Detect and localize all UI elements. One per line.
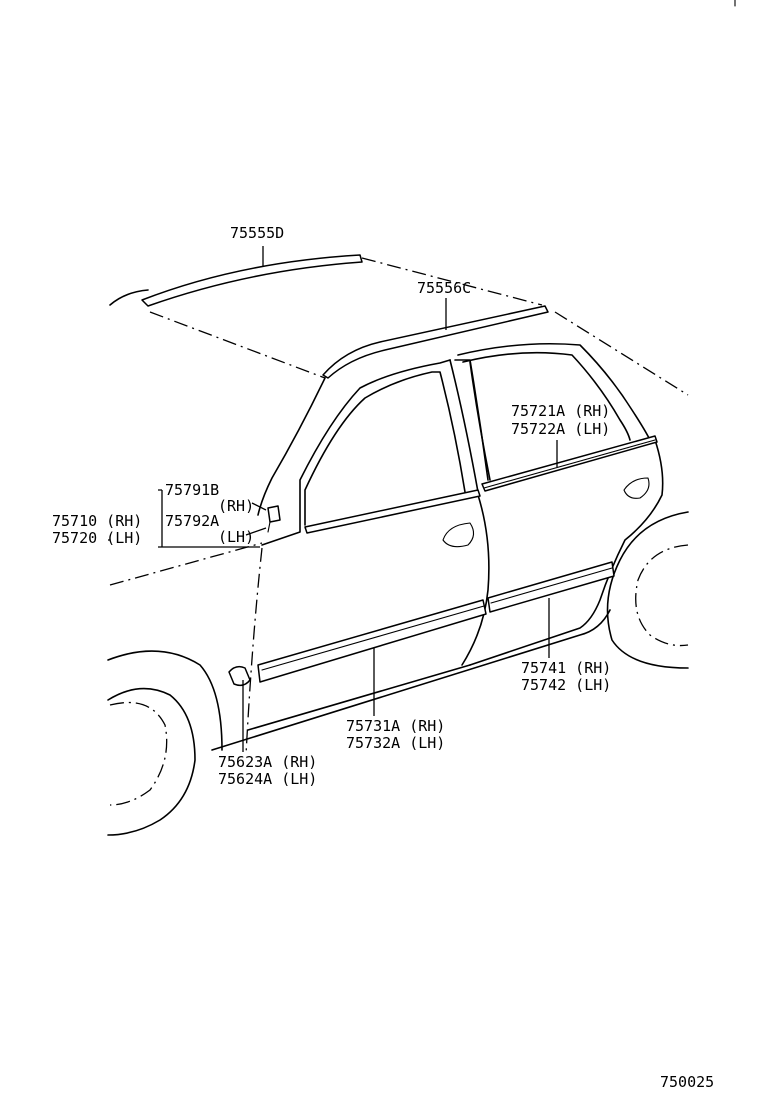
label-clip-upper-side: (RH) (218, 497, 254, 515)
label-front-door-mold-rh: 75731A (RH) (346, 717, 445, 735)
label-rear-door-mold-lh: 75742 (LH) (521, 676, 611, 694)
label-roof-molding-rear: 75556C (417, 279, 471, 297)
clip-part (267, 505, 281, 523)
label-clip-lower-side: (LH) (218, 528, 254, 546)
label-rear-belt-lh: 75722A (LH) (511, 420, 610, 438)
roof-molding-front (141, 254, 363, 307)
moldings (141, 254, 658, 687)
fender-molding (228, 665, 251, 687)
label-rear-belt-rh: 75721A (RH) (511, 402, 610, 420)
diagram-id: 750025 (660, 1073, 714, 1091)
rear-door-side-molding (487, 561, 615, 613)
label-front-belt-rh: 75710 (RH) (52, 512, 142, 530)
label-clip-upper: 75791B (165, 481, 219, 499)
leader-lines (158, 246, 558, 752)
label-fender-mold-lh: 75624A (LH) (218, 770, 317, 788)
front-belt-molding (304, 489, 481, 534)
part-labels: 75555D 75556C 75721A (RH) 75722A (LH) 75… (52, 224, 714, 1091)
label-front-door-mold-lh: 75732A (LH) (346, 734, 445, 752)
label-front-belt-lh: 75720 (LH) (52, 529, 142, 547)
front-door-side-molding (257, 599, 487, 683)
label-clip-lower: 75792A (165, 512, 219, 530)
roof-molding-rear (322, 305, 549, 379)
label-fender-mold-rh: 75623A (RH) (218, 753, 317, 771)
label-rear-door-mold-rh: 75741 (RH) (521, 659, 611, 677)
label-roof-molding-front: 75555D (230, 224, 284, 242)
